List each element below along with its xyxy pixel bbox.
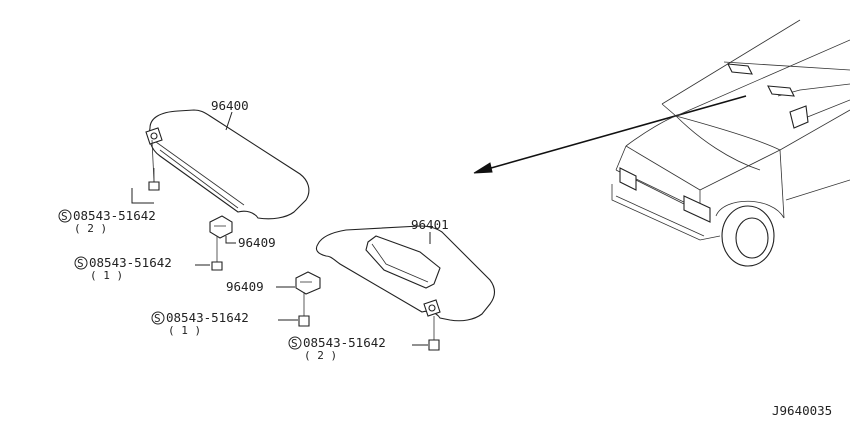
screw-number-3: 08543-51642	[166, 310, 249, 325]
s-prefix-1: S	[61, 210, 68, 223]
screw-number-4: 08543-51642	[303, 335, 386, 350]
label-96409-lower: 96409	[226, 279, 264, 294]
sun-visor-left	[145, 109, 310, 220]
screw-qty-4: ( 2 )	[304, 349, 337, 362]
s-prefix-3: S	[154, 312, 161, 325]
s-marker-4	[288, 336, 302, 350]
sun-visor-right	[315, 225, 496, 351]
screw-left-upper	[148, 168, 160, 191]
label-96409-upper: 96409	[238, 235, 276, 250]
label-96401: 96401	[411, 217, 449, 232]
screw-number-2: 08543-51642	[89, 255, 172, 270]
s-marker-2	[74, 256, 88, 270]
vehicle-illustration	[611, 19, 850, 267]
visor-holder-upper	[209, 215, 233, 271]
s-marker-3	[151, 311, 165, 325]
screw-qty-3: ( 1 )	[168, 324, 201, 337]
label-96400: 96400	[211, 98, 249, 113]
leader-96409-upper	[225, 236, 236, 244]
s-prefix-2: S	[77, 257, 84, 270]
s-prefix-4: S	[291, 337, 298, 350]
leader-screw-1	[131, 188, 154, 204]
screw-qty-2: ( 1 )	[90, 269, 123, 282]
location-arrow	[473, 95, 747, 174]
screw-qty-1: ( 2 )	[74, 222, 107, 235]
diagram-code: J9640035	[772, 403, 832, 418]
s-marker-1	[58, 209, 72, 223]
visor-holder-lower	[295, 271, 321, 327]
leader-96400	[225, 111, 233, 131]
screw-number-1: 08543-51642	[73, 208, 156, 223]
